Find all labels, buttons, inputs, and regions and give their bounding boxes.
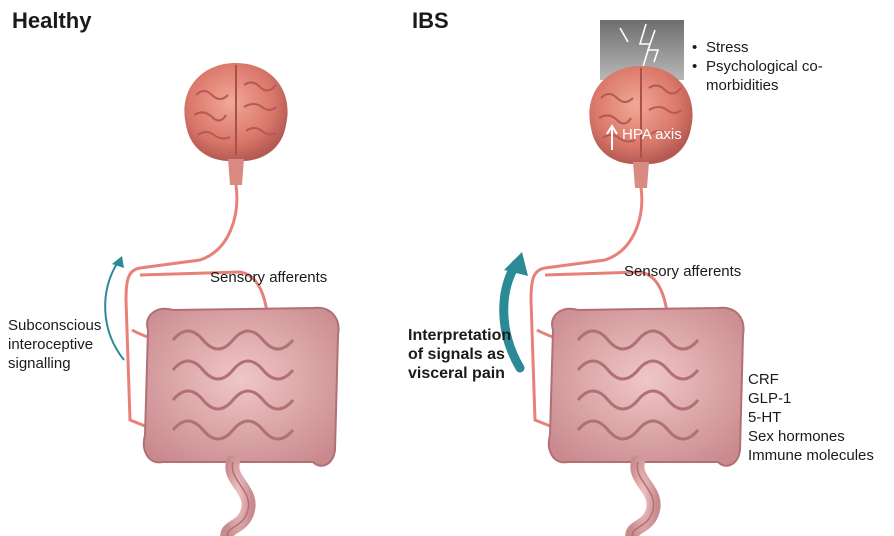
gut-factor-item: 5-HT	[748, 408, 874, 427]
subconscious-signalling-label: Subconscious interoceptive signalling	[8, 316, 101, 373]
healthy-brain	[184, 63, 287, 185]
ibs-sensory-afferents-label: Sensory afferents	[624, 262, 741, 281]
healthy-sensory-afferents-label: Sensory afferents	[210, 268, 327, 287]
hpa-axis-label: HPA axis	[622, 126, 682, 143]
healthy-arrowhead	[112, 256, 124, 268]
interpretation-line: of signals as	[408, 345, 511, 364]
stress-factor-item: Psychological co-morbidities	[692, 57, 862, 95]
signalling-line: signalling	[8, 354, 101, 373]
ibs-intestines	[549, 308, 744, 536]
signalling-line: Subconscious	[8, 316, 101, 335]
ibs-heading: IBS	[412, 8, 449, 34]
gut-factor-item: Immune molecules	[748, 446, 874, 465]
healthy-heading: Healthy	[12, 8, 91, 34]
healthy-signalling-arrow	[105, 262, 124, 360]
gut-factor-item: Sex hormones	[748, 427, 874, 446]
stress-factors-list: Stress Psychological co-morbidities	[692, 38, 862, 95]
interpretation-line: visceral pain	[408, 364, 511, 383]
stress-factor-item: Stress	[692, 38, 862, 57]
gut-factors-list: CRF GLP-1 5-HT Sex hormones Immune molec…	[748, 370, 874, 465]
interpretation-label: Interpretation of signals as visceral pa…	[408, 326, 511, 383]
interpretation-line: Interpretation	[408, 326, 511, 345]
gut-factor-item: CRF	[748, 370, 874, 389]
signalling-line: interoceptive	[8, 335, 101, 354]
healthy-intestines	[144, 308, 339, 536]
gut-factor-item: GLP-1	[748, 389, 874, 408]
